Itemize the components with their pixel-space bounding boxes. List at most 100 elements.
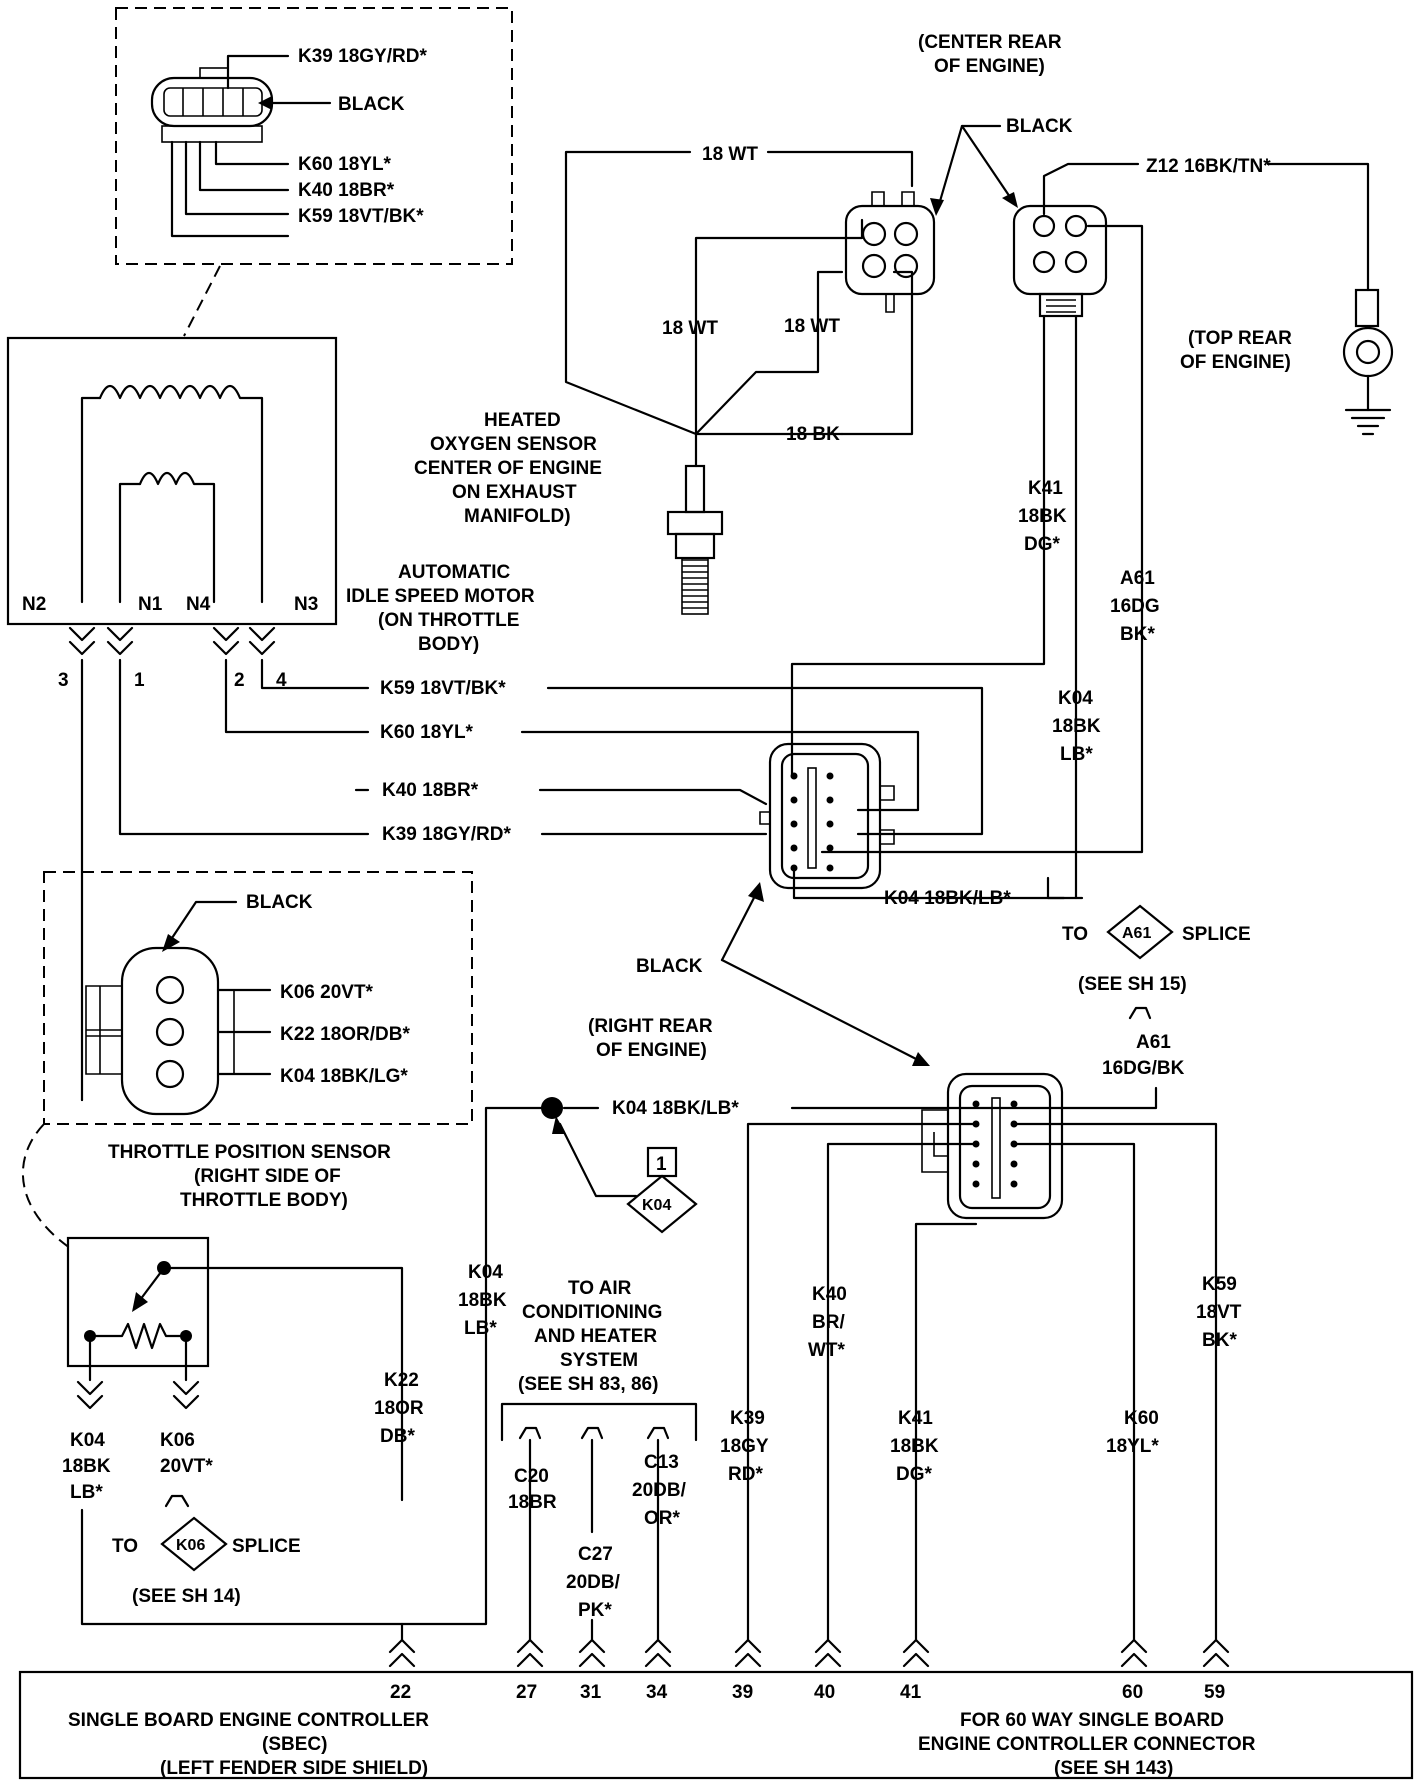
ac-line4: SYSTEM [560, 1350, 638, 1371]
k59-vert-a: K59 [1202, 1274, 1237, 1295]
k04-left-b: 18BK [62, 1456, 111, 1477]
k04-right-c: LB* [1060, 744, 1093, 765]
c13-a: C13 [644, 1452, 679, 1473]
k60-vert-b: 18YL* [1106, 1436, 1159, 1457]
pin59: 59 [1204, 1682, 1225, 1703]
k40-vert-a: K40 [812, 1284, 847, 1305]
pin2-label: 2 [234, 670, 245, 691]
lower-connector [921, 1072, 1064, 1220]
heated-line2: OXYGEN SENSOR [430, 434, 597, 455]
k60-top-label: K60 18YL* [298, 154, 392, 175]
tps-connector-inset: BLACK K06 20VT* K22 18OR/DB* K04 18BK/LG… [43, 871, 473, 1125]
for60-line3: (SEE SH 143) [1054, 1758, 1173, 1779]
a61-diamond-label: A61 [1122, 925, 1151, 942]
k04-splice-ref: 1 K04 [626, 1146, 698, 1234]
a61-right-c: BK* [1120, 624, 1155, 645]
right-rear-line1: (RIGHT REAR [588, 1016, 713, 1037]
sbec-terminals [388, 1638, 1230, 1668]
k39-vert-c: RD* [728, 1464, 763, 1485]
k04-right-b: 18BK [1052, 716, 1101, 737]
oxygen-sensor [666, 464, 724, 615]
k41-vert-a: K41 [898, 1408, 933, 1429]
ais-line3: (ON THROTTLE [378, 610, 519, 631]
n2-label: N2 [22, 594, 46, 615]
k39-vert-a: K39 [730, 1408, 765, 1429]
to-k06-label: TO [112, 1536, 138, 1557]
ais-motor-label: AUTOMATIC IDLE SPEED MOTOR (ON THROTTLE … [346, 562, 535, 655]
k06-tps-label: K06 20VT* [280, 982, 374, 1003]
pin60: 60 [1122, 1682, 1143, 1703]
ais-connector-inset: K39 18GY/RD* BLACK K60 18YL* K40 18BR* K… [115, 7, 513, 265]
k22-tps-label: K22 18OR/DB* [280, 1024, 410, 1045]
black-o2-label: BLACK [1006, 116, 1073, 137]
k41-right-b: 18BK [1018, 506, 1067, 527]
k04-tps-label: K04 18BK/LG* [280, 1066, 408, 1087]
n3-label: N3 [294, 594, 318, 615]
n1-label: N1 [138, 594, 163, 615]
a61-splice-ref: TO A61 SPLICE (SEE SH 15) A61 16DG/BK [1062, 904, 1251, 1079]
ac-line1: TO AIR [568, 1278, 632, 1299]
pin31: 31 [580, 1682, 602, 1703]
center-rear-line1: (CENTER REAR [918, 32, 1062, 53]
k41-right-a: K41 [1028, 478, 1063, 499]
k41-vert-b: 18BK [890, 1436, 939, 1457]
k39-vert-b: 18GY [720, 1436, 769, 1457]
pin34: 34 [646, 1682, 668, 1703]
o2-connector [844, 191, 936, 313]
k41-right-c: DG* [1024, 534, 1061, 555]
a61-right-a: A61 [1120, 568, 1155, 589]
k22-vert-c: DB* [380, 1426, 415, 1447]
k40-vert-b: BR/ [812, 1312, 845, 1333]
k04-right-a: K04 [1058, 688, 1093, 709]
pin4-label: 4 [276, 670, 287, 691]
k04-box-lbl: K04 [642, 1197, 671, 1214]
for60-line1: FOR 60 WAY SINGLE BOARD [960, 1710, 1224, 1731]
sbec-line3: (LEFT FENDER SIDE SHIELD) [160, 1758, 428, 1779]
a61-lower-a: A61 [1136, 1032, 1171, 1053]
oxygen-sensor-label: HEATED OXYGEN SENSOR CENTER OF ENGINE ON… [414, 410, 602, 527]
n4-label: N4 [186, 594, 211, 615]
ac-system-ref: TO AIR CONDITIONING AND HEATER SYSTEM (S… [500, 1278, 698, 1442]
heated-line1: HEATED [484, 410, 561, 431]
idle-speed-motor: N2 N1 N4 N3 [6, 336, 338, 626]
see-sh14-label: (SEE SH 14) [132, 1586, 241, 1607]
k04-vert-a: K04 [468, 1262, 503, 1283]
ais-line1: AUTOMATIC [398, 562, 511, 583]
for60-line2: ENGINE CONTROLLER CONNECTOR [918, 1734, 1256, 1755]
ac-line5: (SEE SH 83, 86) [518, 1374, 658, 1395]
to-a61-label: TO [1062, 924, 1088, 945]
k39-top-label: K39 18GY/RD* [298, 46, 427, 67]
k59-top-label: K59 18VT/BK* [298, 206, 424, 227]
mid-connector [759, 742, 895, 890]
pin27: 27 [516, 1682, 537, 1703]
pin40: 40 [814, 1682, 835, 1703]
black-tps-label: BLACK [246, 892, 313, 913]
k04-box-num: 1 [656, 1154, 667, 1175]
tps-connector-icon [85, 946, 235, 1116]
pin41: 41 [900, 1682, 922, 1703]
tps-line2: (RIGHT SIDE OF [194, 1166, 341, 1187]
k40-top-label: K40 18BR* [298, 180, 395, 201]
k04-bklb-low-label: K04 18BK/LB* [612, 1098, 739, 1119]
tps-line3: THROTTLE BODY) [180, 1190, 348, 1211]
k06-left-b: 20VT* [160, 1456, 213, 1477]
ground-icon [1342, 288, 1394, 436]
ac-line2: CONDITIONING [522, 1302, 662, 1323]
k59-mid-label: K59 18VT/BK* [380, 678, 506, 699]
c27-c: PK* [578, 1600, 612, 1621]
pin22: 22 [390, 1682, 411, 1703]
pin3-label: 3 [58, 670, 69, 691]
a61-lower-b: 16DG/BK [1102, 1058, 1185, 1079]
see-sh15-label: (SEE SH 15) [1078, 974, 1187, 995]
heated-line5: MANIFOLD) [464, 506, 571, 527]
k04-bklb-mid-label: K04 18BK/LB* [884, 888, 1011, 909]
k40-mid-label: K40 18BR* [382, 780, 479, 801]
c13-b: 20DB/ [632, 1480, 687, 1501]
k59-vert-b: 18VT [1196, 1302, 1242, 1323]
k04-left-c: LB* [70, 1482, 103, 1503]
black-top-label: BLACK [338, 94, 405, 115]
k39-mid-label: K39 18GY/RD* [382, 824, 511, 845]
k04-vert-c: LB* [464, 1318, 497, 1339]
wt18-left-label: 18 WT [662, 318, 718, 339]
top-rear-line1: (TOP REAR [1188, 328, 1292, 349]
